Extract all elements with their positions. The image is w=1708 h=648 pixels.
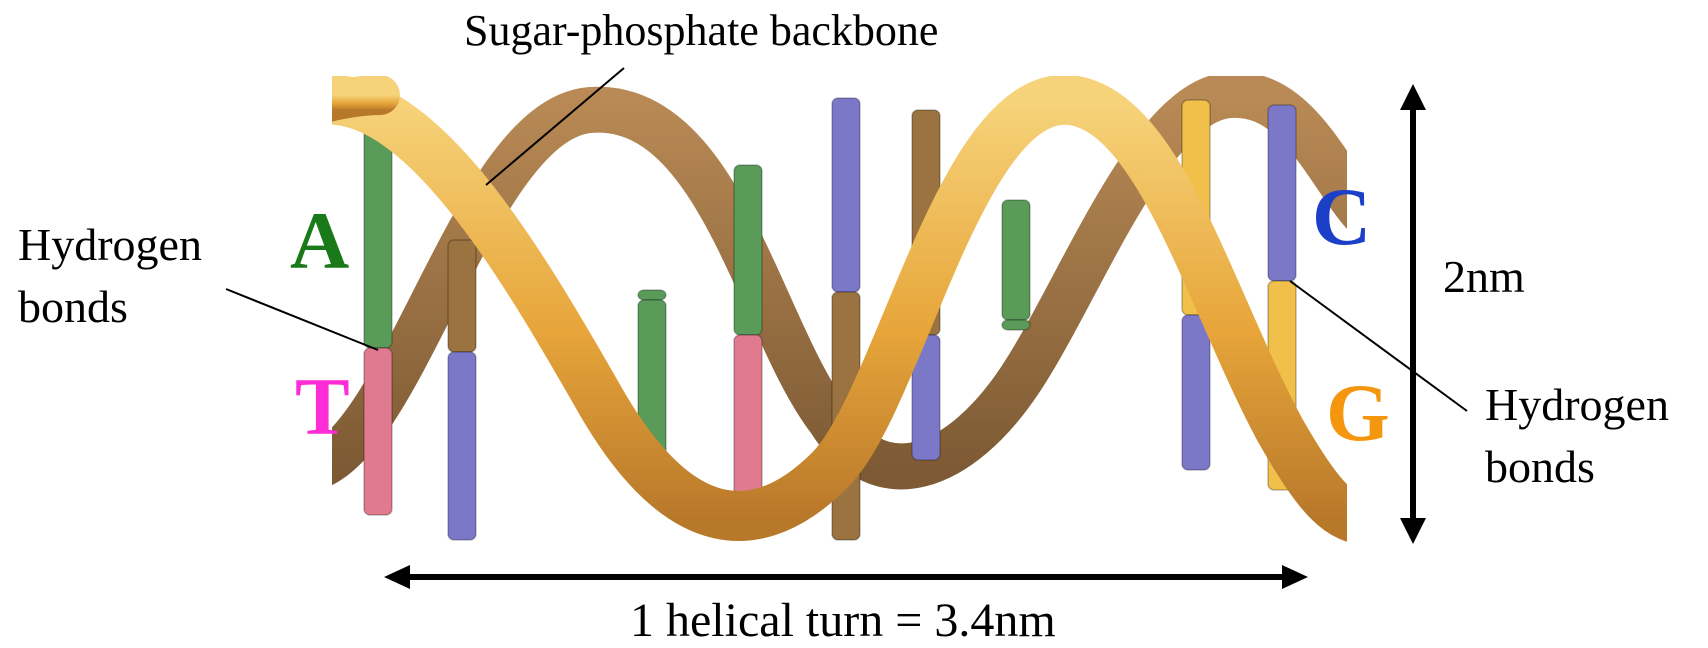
base-g-label: G (1326, 372, 1390, 454)
base-segment (364, 348, 392, 515)
width-dimension-arrow (1400, 84, 1426, 544)
base-a-label: A (290, 200, 349, 282)
base-segment (1002, 200, 1030, 320)
base-segment (1182, 315, 1210, 470)
backbone-label: Sugar-phosphate backbone (464, 4, 938, 58)
hbonds-right-label-line1: Hydrogen (1485, 378, 1669, 432)
hbonds-right-label-line2: bonds (1485, 440, 1595, 494)
base-segment (1268, 105, 1296, 281)
backbone-strand-front-2 (300, 95, 380, 110)
rung-short-2 (1002, 200, 1030, 330)
rung-back-1 (448, 240, 476, 540)
rung-2 (734, 165, 762, 505)
hbonds-left-label-line1: Hydrogen (18, 218, 202, 272)
base-segment (638, 290, 666, 300)
base-segment (1002, 320, 1030, 330)
base-segment (734, 165, 762, 335)
base-segment (364, 120, 392, 348)
base-segment (448, 240, 476, 352)
width-measure-label: 2nm (1443, 250, 1525, 304)
hbonds-left-pointer-line (226, 289, 378, 350)
turn-dimension-arrow (384, 565, 1308, 589)
base-segment (448, 352, 476, 540)
rung-a-t (364, 120, 392, 515)
base-c-label: C (1312, 176, 1371, 258)
base-segment (734, 335, 762, 505)
turn-measure-label: 1 helical turn = 3.4nm (630, 594, 1056, 648)
base-t-label: T (295, 366, 350, 448)
base-segment (832, 98, 860, 292)
hbonds-left-label-line2: bonds (18, 280, 128, 334)
